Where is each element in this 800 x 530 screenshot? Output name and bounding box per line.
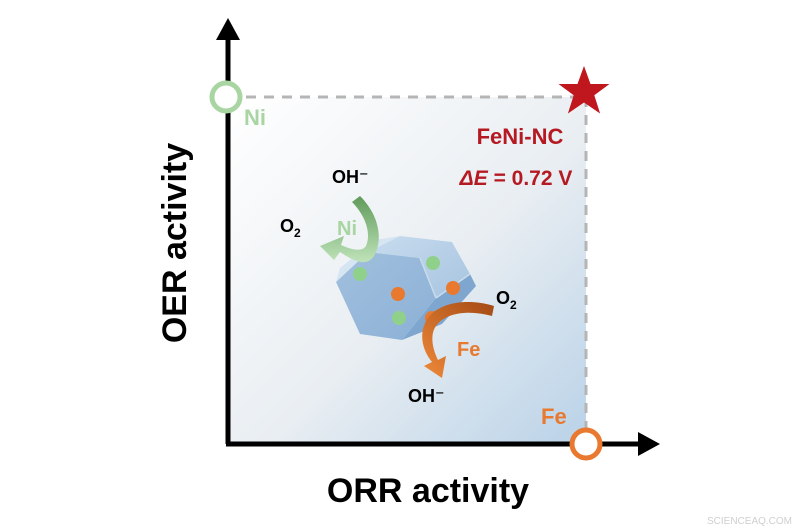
delta-e-value: = 0.72 V bbox=[494, 167, 573, 190]
fe-cycle-reactant-o: O bbox=[496, 288, 510, 308]
watermark: SCIENCEAQ.COM bbox=[707, 516, 792, 527]
ni-cycle-reactant: OH⁻ bbox=[332, 167, 369, 187]
star-icon bbox=[558, 66, 610, 114]
y-axis-label: OER activity bbox=[156, 143, 194, 343]
fe-cycle-reactant-subscript: 2 bbox=[510, 298, 517, 312]
ni-reaction-arrow bbox=[320, 196, 379, 263]
ni-cycle-product: O2 bbox=[280, 216, 301, 240]
delta-e-label: ΔE = 0.72 V bbox=[459, 167, 573, 190]
fe-point-label: Fe bbox=[541, 404, 567, 429]
catalyst-name: FeNi-NC bbox=[477, 124, 564, 149]
fe-cycle-reactant: O2 bbox=[496, 288, 517, 312]
fe-site-dot bbox=[391, 287, 405, 301]
fe-cycle-product: OH⁻ bbox=[408, 386, 445, 406]
fe-reaction-arrow bbox=[422, 302, 494, 378]
ni-site-dot bbox=[426, 256, 440, 270]
ni-cycle-site-label: Ni bbox=[337, 218, 357, 240]
ni-cycle-product-subscript: 2 bbox=[294, 226, 301, 240]
ni-point-label: Ni bbox=[244, 105, 266, 130]
ni-site-dot bbox=[392, 311, 406, 325]
delta-e-symbol: ΔE bbox=[459, 167, 489, 190]
ni-cycle-product-o: O bbox=[280, 216, 294, 236]
ni-point bbox=[209, 80, 243, 114]
ni-site-dot bbox=[353, 267, 367, 281]
fe-cycle-site-label: Fe bbox=[457, 339, 480, 361]
fe-point bbox=[569, 427, 603, 461]
x-axis-label: ORR activity bbox=[327, 472, 529, 510]
fe-site-dot bbox=[446, 281, 460, 295]
